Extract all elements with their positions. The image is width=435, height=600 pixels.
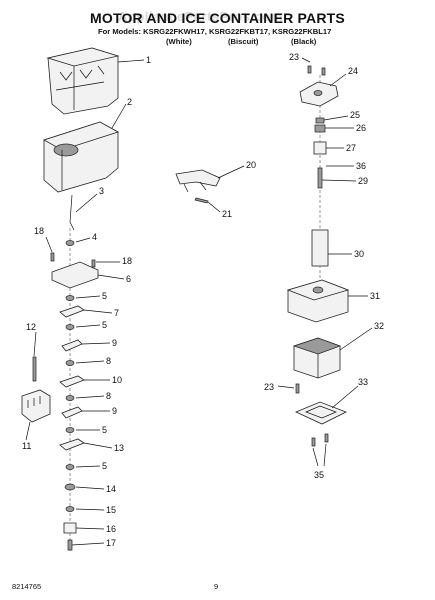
callout-7: 7 (114, 308, 119, 318)
callout-10: 10 (112, 375, 122, 385)
callout-17: 17 (106, 538, 116, 548)
screw-23-top (307, 65, 312, 74)
coupler-26 (314, 124, 326, 133)
leader-lines (25, 57, 373, 546)
ice-container-bin (46, 47, 120, 115)
screw-35-right (324, 433, 329, 443)
color-white-label: (White) (166, 37, 192, 46)
color-black-label: (Black) (291, 37, 317, 46)
doc-number: 8214765 (12, 582, 42, 591)
screw-23-top-b (321, 67, 326, 76)
callout-8b: 8 (106, 391, 111, 401)
container-front-housing (42, 121, 120, 193)
bushing-27 (313, 141, 327, 155)
spacer-block-11 (21, 389, 51, 423)
callout-5d: 5 (102, 461, 107, 471)
callout-30: 30 (354, 249, 364, 259)
screw-23-lower (295, 383, 300, 394)
callout-35: 35 (314, 470, 324, 480)
shutter-bracket (175, 169, 221, 193)
callout-6: 6 (126, 274, 131, 284)
callout-2: 2 (127, 97, 132, 107)
callout-33: 33 (358, 377, 368, 387)
color-biscuit-label: (Biscuit) (228, 37, 259, 46)
auger-rod (69, 194, 75, 231)
pin-12 (32, 356, 37, 382)
pin-29 (317, 167, 323, 189)
page-number: 9 (214, 582, 219, 591)
callout-labels: 1 2 3 4 18 18 6 5 7 5 12 9 8 10 8 9 5 11… (22, 52, 384, 548)
motor-cover-31 (286, 279, 350, 323)
motor-mount-gasket-33 (295, 401, 347, 425)
callout-32: 32 (374, 321, 384, 331)
motor-32 (292, 337, 342, 379)
callout-21: 21 (222, 209, 232, 219)
callout-16: 16 (106, 524, 116, 534)
callout-4: 4 (92, 232, 97, 242)
screw-21 (194, 197, 209, 204)
drive-shaft-30 (311, 229, 329, 267)
callout-23b: 23 (264, 382, 274, 392)
callout-9a: 9 (112, 338, 117, 348)
callout-20: 20 (246, 160, 256, 170)
callout-25: 25 (350, 110, 360, 120)
callout-23a: 23 (289, 52, 299, 62)
callout-27: 27 (346, 143, 356, 153)
callout-9b: 9 (112, 406, 117, 416)
callout-15: 15 (106, 505, 116, 515)
callout-14: 14 (106, 484, 116, 494)
screw-35-left (311, 437, 316, 447)
callout-5b: 5 (102, 320, 107, 330)
page-title: MOTOR AND ICE CONTAINER PARTS (90, 10, 345, 26)
callout-29: 29 (358, 176, 368, 186)
callout-24: 24 (348, 66, 358, 76)
callout-3: 3 (99, 186, 104, 196)
callout-18b: 18 (122, 256, 132, 266)
washer-25 (315, 117, 325, 124)
washer-4 (65, 240, 75, 246)
callout-12: 12 (26, 322, 36, 332)
callout-31: 31 (370, 291, 380, 301)
screw-18-left (50, 252, 55, 262)
callout-5c: 5 (102, 425, 107, 435)
callout-13: 13 (114, 443, 124, 453)
callout-11: 11 (22, 441, 31, 451)
callout-26: 26 (356, 123, 366, 133)
auger-parts-stack (59, 295, 85, 551)
models-line: For Models: KSRG22FKWH17, KSRG22FKBT17, … (98, 27, 332, 36)
callout-5a: 5 (102, 291, 107, 301)
callout-8a: 8 (106, 356, 111, 366)
screw-18-right (91, 259, 96, 268)
callout-18a: 18 (34, 226, 44, 236)
bearing-bracket (51, 261, 99, 289)
motor-mount-24 (299, 81, 339, 107)
callout-36: 36 (356, 161, 366, 171)
callout-1: 1 (146, 55, 151, 65)
